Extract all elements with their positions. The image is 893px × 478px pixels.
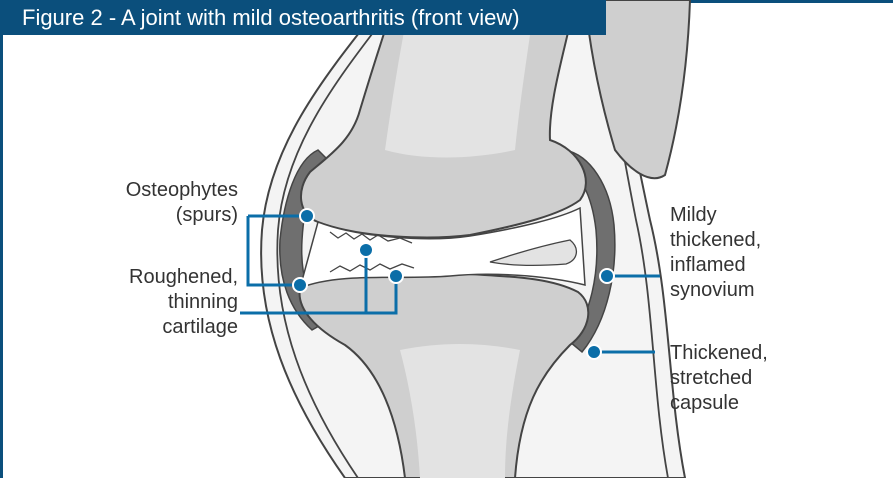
label-osteophytes-line-2: (spurs) [98,203,238,228]
label-cartilage: Roughened, thinning cartilage [93,265,238,340]
callout-dot-osteophyte-upper [300,209,314,223]
label-synovium-line-1: Mildy [670,203,810,228]
callout-dot-synovium [600,269,614,283]
callout-dot-cartilage-upper [359,243,373,257]
label-osteophytes-line-1: Osteophytes [98,178,238,203]
figure-title: Figure 2 - A joint with mild osteoarthri… [0,0,606,35]
label-synovium-line-2: thickened, [670,228,810,253]
label-capsule-line-2: stretched [670,366,810,391]
callout-dot-osteophyte-lower [293,278,307,292]
label-capsule-line-1: Thickened, [670,341,810,366]
label-capsule-line-3: capsule [670,391,810,416]
label-synovium-line-3: inflamed [670,253,810,278]
callout-dot-cartilage-lower [389,269,403,283]
label-synovium-line-4: synovium [670,278,810,303]
label-synovium: Mildy thickened, inflamed synovium [670,203,810,303]
label-cartilage-line-1: Roughened, [93,265,238,290]
callout-dot-capsule [587,345,601,359]
label-cartilage-line-2: thinning [93,290,238,315]
label-capsule: Thickened, stretched capsule [670,341,810,416]
label-osteophytes: Osteophytes (spurs) [98,178,238,228]
label-cartilage-line-3: cartilage [93,315,238,340]
